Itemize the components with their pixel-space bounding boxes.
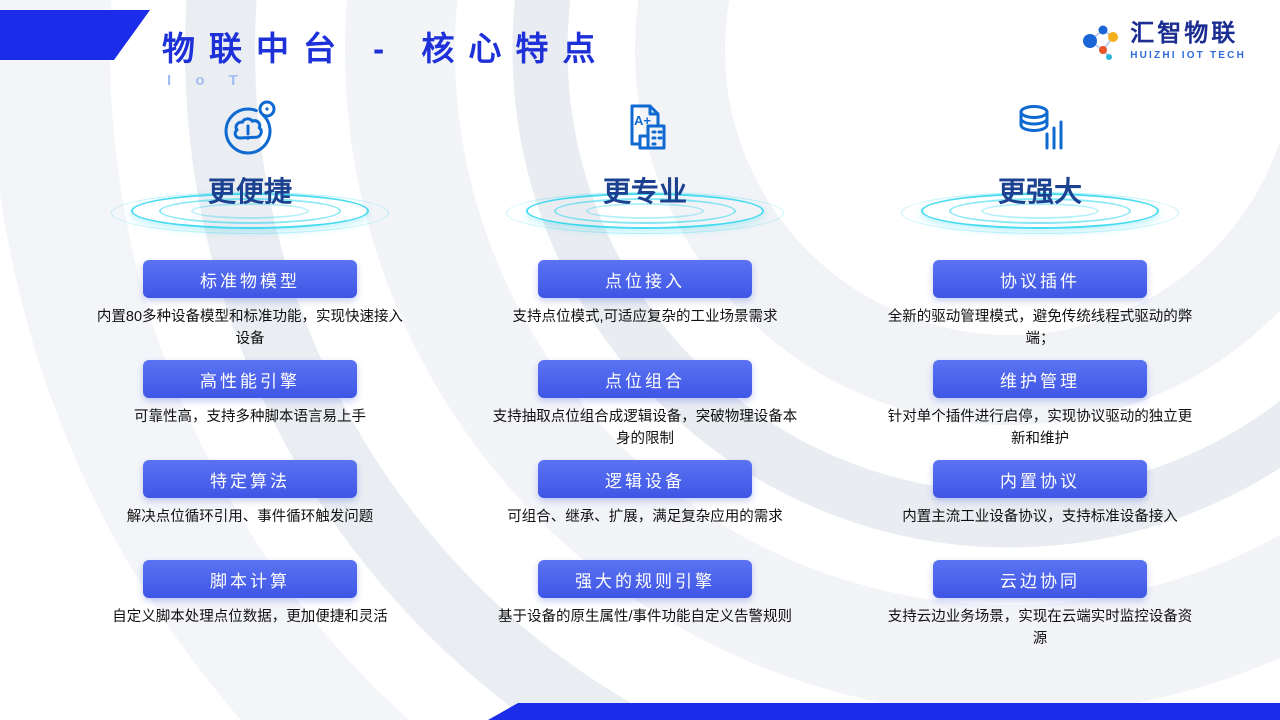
feature-desc: 基于设备的原生属性/事件功能自定义告警规则 xyxy=(497,609,793,625)
feature-item: 内置协议 内置主流工业设备协议，支持标准设备接入 xyxy=(882,460,1198,551)
feature-desc: 内置80多种设备模型和标准功能，实现快速接入设备 xyxy=(96,309,404,347)
feature-tag: 标准物模型 xyxy=(143,260,357,298)
smart-brain-icon xyxy=(217,92,283,166)
column-heading: 更便捷 xyxy=(207,175,293,208)
feature-item: 脚本计算 自定义脚本处理点位数据，更加便捷和灵活 xyxy=(92,560,408,651)
feature-tag: 内置协议 xyxy=(933,460,1147,498)
bottom-accent-bar xyxy=(488,703,1280,720)
logo-tagline: HUIZHI IOT TECH xyxy=(1130,50,1246,62)
column-heading: 更专业 xyxy=(602,175,688,208)
feature-tag: 点位接入 xyxy=(538,260,752,298)
page-subtitle: I o T xyxy=(167,72,248,89)
column-powerful: 更强大 协议插件 全新的驱动管理模式，避免传统线程式驱动的弊端； 维护管理 针对… xyxy=(845,92,1235,660)
feature-tag: 云边协同 xyxy=(933,560,1147,598)
feature-item: 云边协同 支持云边业务场景，实现在云端实时监控设备资源 xyxy=(882,560,1198,651)
feature-item: 逻辑设备 可组合、继承、扩展，满足复杂应用的需求 xyxy=(487,460,803,551)
feature-desc: 全新的驱动管理模式，避免传统线程式驱动的弊端； xyxy=(887,309,1193,347)
feature-item: 高性能引擎 可靠性高，支持多种脚本语言易上手 xyxy=(92,360,408,451)
feature-desc: 支持点位模式,可适应复杂的工业场景需求 xyxy=(512,309,778,325)
column-professional: A+ 更专业 点位接入 支持点位模式,可适应复杂的工业场景需求 点位组合 支持抽 xyxy=(445,92,845,660)
feature-tag: 特定算法 xyxy=(143,460,357,498)
logo-text: 汇智物联 HUIZHI IOT TECH xyxy=(1130,19,1246,62)
feature-tag: 维护管理 xyxy=(933,360,1147,398)
feature-item: 协议插件 全新的驱动管理模式，避免传统线程式驱动的弊端； xyxy=(882,260,1198,351)
corner-accent-shape xyxy=(0,10,150,60)
feature-desc: 解决点位循环引用、事件循环触发问题 xyxy=(126,509,374,525)
column-convenient: 更便捷 标准物模型 内置80多种设备模型和标准功能，实现快速接入设备 高性能引擎… xyxy=(55,92,445,660)
feature-item: 点位接入 支持点位模式,可适应复杂的工业场景需求 xyxy=(487,260,803,351)
feature-item: 维护管理 针对单个插件进行启停，实现协议驱动的独立更新和维护 xyxy=(882,360,1198,451)
feature-tag: 点位组合 xyxy=(538,360,752,398)
feature-tag: 脚本计算 xyxy=(143,560,357,598)
feature-desc: 可靠性高，支持多种脚本语言易上手 xyxy=(134,409,366,425)
heading-halo: 更便捷 xyxy=(110,170,390,236)
heading-halo: 更专业 xyxy=(505,170,785,236)
network-logo-icon xyxy=(1083,25,1119,60)
column-heading: 更强大 xyxy=(997,175,1083,208)
feature-tag: 强大的规则引擎 xyxy=(538,560,752,598)
feature-item: 强大的规则引擎 基于设备的原生属性/事件功能自定义告警规则 xyxy=(487,560,803,651)
feature-desc: 针对单个插件进行启停，实现协议驱动的独立更新和维护 xyxy=(887,409,1193,447)
feature-item: 标准物模型 内置80多种设备模型和标准功能，实现快速接入设备 xyxy=(92,260,408,351)
feature-tag: 高性能引擎 xyxy=(143,360,357,398)
feature-item: 特定算法 解决点位循环引用、事件循环触发问题 xyxy=(92,460,408,551)
feature-desc: 支持云边业务场景，实现在云端实时监控设备资源 xyxy=(887,609,1193,647)
feature-desc: 自定义脚本处理点位数据，更加便捷和灵活 xyxy=(112,609,388,625)
feature-item: 点位组合 支持抽取点位组合成逻辑设备，突破物理设备本身的限制 xyxy=(487,360,803,451)
feature-desc: 支持抽取点位组合成逻辑设备，突破物理设备本身的限制 xyxy=(492,409,798,447)
feature-tag: 逻辑设备 xyxy=(538,460,752,498)
feature-tag: 协议插件 xyxy=(933,260,1147,298)
heading-halo: 更强大 xyxy=(900,170,1180,236)
feature-desc: 内置主流工业设备协议，支持标准设备接入 xyxy=(902,509,1178,525)
logo-name: 汇智物联 xyxy=(1130,19,1239,47)
document-report-icon: A+ xyxy=(612,92,678,166)
database-analytics-icon xyxy=(1007,92,1073,166)
feature-columns: 更便捷 标准物模型 内置80多种设备模型和标准功能，实现快速接入设备 高性能引擎… xyxy=(55,92,1235,660)
company-logo: 汇智物联 HUIZHI IOT TECH xyxy=(1076,18,1246,64)
page-title: 物联中台 - 核心特点 xyxy=(162,30,610,67)
feature-desc: 可组合、继承、扩展，满足复杂应用的需求 xyxy=(507,509,783,525)
